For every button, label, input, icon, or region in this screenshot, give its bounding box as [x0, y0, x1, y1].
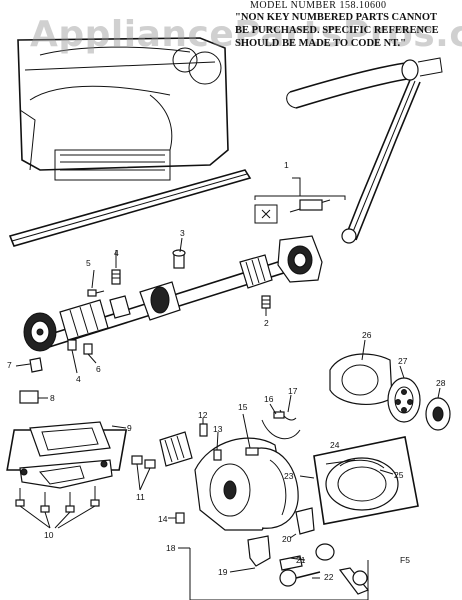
part-8-pad: [19, 390, 39, 404]
model-number: MODEL NUMBER 158.10600: [250, 0, 387, 11]
callout-12: 12: [198, 410, 208, 420]
callout-20: 20: [282, 534, 292, 544]
callout-24: 24: [330, 440, 340, 450]
callout-28: 28: [436, 378, 446, 388]
callout-15: 15: [238, 402, 248, 412]
callout-25: 25: [394, 470, 404, 480]
note-line-2: BE PURCHASED. SPECIFIC REFERENCE: [235, 25, 439, 36]
callout-21: 21: [296, 555, 306, 565]
callout-18: 18: [166, 543, 176, 553]
callout-22: 22: [324, 572, 334, 582]
callout-7: 7: [7, 360, 12, 370]
shuttle-hook-assembly: [131, 394, 369, 600]
callout-labels: 1 2 3 4 4 5 6 7 8 9 10 11 12 13 14 15 16…: [7, 160, 446, 582]
callout-23: 23: [284, 471, 294, 481]
shaft-callout-leaders: [15, 237, 267, 399]
callout-11: 11: [136, 492, 145, 502]
callout-19: 19: [218, 567, 228, 577]
throat-plate-assembly: [6, 421, 128, 529]
main-shaft-assembly: [23, 235, 323, 373]
callout-4a: 4: [114, 248, 119, 258]
callout-27: 27: [398, 356, 408, 366]
callout-5: 5: [86, 258, 91, 268]
watermark-text: AppliancePartsPros.com: [30, 14, 462, 55]
callout-16: 16: [264, 394, 274, 404]
rotary-hook-inset: [299, 436, 419, 525]
callout-17: 17: [288, 386, 298, 396]
callout-13: 13: [213, 424, 223, 434]
note-line-3: SHOULD BE MADE TO CODE NT.": [235, 38, 406, 49]
callout-10: 10: [44, 530, 54, 540]
page-code: F5: [400, 555, 410, 565]
callout-1: 1: [284, 160, 289, 170]
callout-9: 9: [127, 423, 132, 433]
callout-3: 3: [180, 228, 185, 238]
bobbin-parts: [329, 339, 451, 431]
note-line-1: "NON KEY NUMBERED PARTS CANNOT: [235, 12, 438, 23]
callout-14: 14: [158, 514, 168, 524]
callout-8: 8: [50, 393, 55, 403]
lever-arm-illustration: [286, 57, 443, 244]
callout-1-group: [254, 177, 346, 224]
sewing-machine-head-illustration: [8, 37, 252, 247]
callout-2: 2: [264, 318, 269, 328]
callout-4b: 4: [76, 374, 81, 384]
callout-6: 6: [96, 364, 101, 374]
callout-26: 26: [362, 330, 372, 340]
